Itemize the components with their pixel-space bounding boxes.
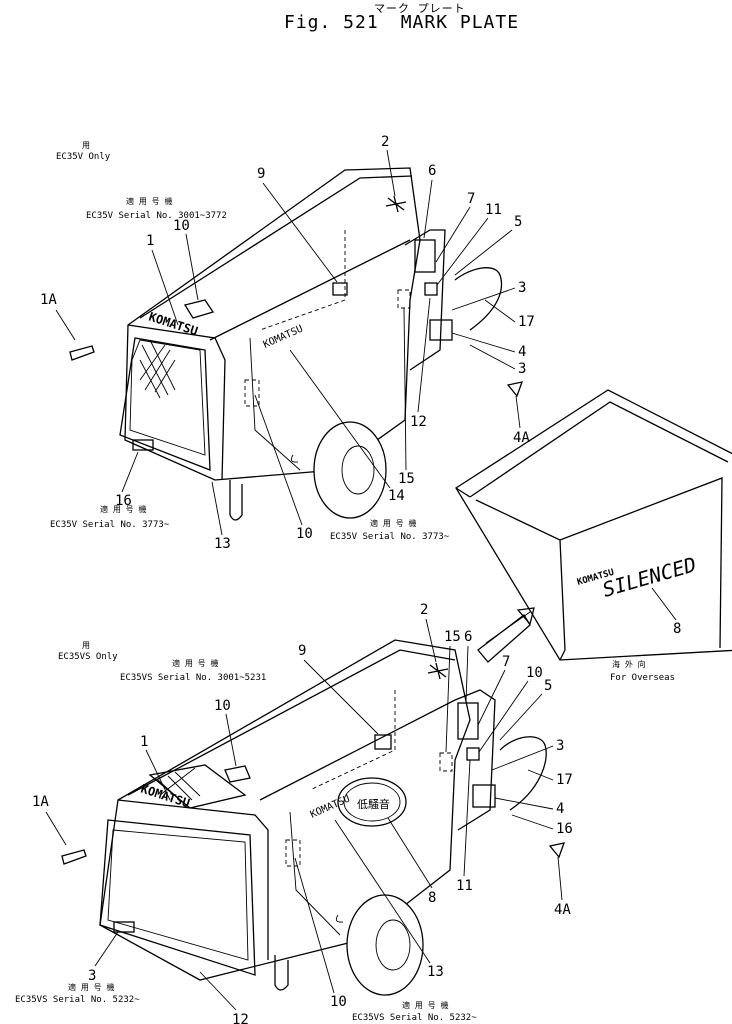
top-front-badge <box>132 439 154 451</box>
top-callout-15: 15 <box>398 471 415 487</box>
bottom-callout-4: 4 <box>556 801 564 817</box>
silenced-plate-text: SILENCED <box>600 552 699 602</box>
bottom-callout-1: 1 <box>140 734 148 750</box>
top-callout-3: 3 <box>518 280 526 296</box>
top-callout-2: 2 <box>381 134 389 150</box>
bottom-callout-11: 10 <box>526 665 543 681</box>
overseas-note: For Overseas <box>610 673 675 683</box>
bottom-callout-16: 17 <box>556 772 573 788</box>
top-front-brand: KOMATSU <box>147 310 199 339</box>
bottom-callout-13: 12 <box>232 1012 249 1024</box>
top-model-note-jp: 用 <box>82 141 90 150</box>
top-callout-1: 1 <box>146 233 154 249</box>
bottom-callout-17: 16 <box>556 821 573 837</box>
top-screw-4a <box>506 381 524 398</box>
overseas-note-jp: 海 外 向 <box>612 659 646 669</box>
bottom-callout-4a: 4A <box>554 902 571 918</box>
bottom-front-brand: KOMATSU <box>139 782 191 811</box>
bottom-callout-10-upper: 10 <box>214 698 231 714</box>
top-callout-14: 14 <box>388 488 405 504</box>
bottom-callout-10-lower: 10 <box>330 994 347 1010</box>
bottom-callout-15: 15 <box>444 629 461 645</box>
top-callout-10-lower: 10 <box>296 526 313 542</box>
bottom-callout-3-lower: 3 <box>88 968 96 984</box>
bottom-callouts: 1 1A 2 15 6 7 10 5 3 17 4 16 4A 9 10 10 … <box>32 602 573 1024</box>
top-serial-note-left: EC35V Serial No. 3773~ <box>50 520 170 530</box>
bottom-callout-5: 5 <box>544 678 552 694</box>
bottom-machine-drawing <box>99 639 547 996</box>
top-callout-4: 4 <box>518 344 526 360</box>
top-model-note: EC35V Only <box>56 152 111 162</box>
bottom-serial-note-bottom-jp: 適 用 号 機 <box>402 1000 448 1010</box>
top-callout-3-lower: 16 <box>115 493 132 509</box>
top-callout-12: 12 <box>410 414 427 430</box>
top-callout-7: 7 <box>467 191 475 207</box>
bottom-serial-note-upper-jp: 適 用 号 機 <box>172 658 218 668</box>
top-serial-note-left-jp: 適 用 号 機 <box>100 504 146 514</box>
top-callouts: 1 1A 2 6 7 11 5 3 17 4 3 4A 9 10 10 12 1… <box>40 134 535 552</box>
top-callout-11: 11 <box>485 202 502 218</box>
figure-title: MARK PLATE <box>400 12 520 33</box>
bottom-callout-3: 3 <box>556 738 564 754</box>
top-callout-10-upper: 10 <box>173 218 190 234</box>
top-callout-1a: 1A <box>40 292 57 308</box>
bottom-callout-6: 6 <box>464 629 472 645</box>
top-callout-5: 5 <box>514 214 522 230</box>
top-callout-6: 6 <box>428 163 436 179</box>
bottom-callout-9: 9 <box>298 643 306 659</box>
top-bolt-1a <box>69 345 95 361</box>
detail-callout-8: 8 <box>673 621 681 637</box>
top-callout-9: 9 <box>257 166 265 182</box>
bottom-callout-2: 2 <box>420 602 428 618</box>
top-side-brand: KOMATSU <box>262 324 305 351</box>
silenced-detail-drawing <box>455 389 732 663</box>
bottom-screw-4a <box>548 842 566 859</box>
top-callout-13: 13 <box>214 536 231 552</box>
bottom-emblem-text: 低騒音 <box>357 797 390 811</box>
bottom-serial-note-left-jp: 適 用 号 機 <box>68 982 114 992</box>
figure-title-japanese: マーク プレート <box>374 2 466 15</box>
top-callout-4a: 4A <box>513 430 530 446</box>
bottom-callout-7: 7 <box>502 654 510 670</box>
top-callout-16: 17 <box>518 314 535 330</box>
bottom-emblem <box>337 777 407 827</box>
bottom-front-badge <box>113 921 135 933</box>
bottom-serial-note-upper: EC35VS Serial No. 3001~5231 <box>120 673 266 683</box>
bottom-serial-note-bottom: EC35VS Serial No. 5232~ <box>352 1013 477 1023</box>
figure-heading: Fig. 521 MARK PLATE <box>284 12 519 33</box>
bottom-callout-1a: 1A <box>32 794 49 810</box>
bottom-model-note-jp: 用 <box>82 641 90 650</box>
bottom-callout-8: 8 <box>428 890 436 906</box>
bottom-model-note: EC35VS Only <box>58 652 118 662</box>
bottom-callout-12: 11 <box>456 878 473 894</box>
detail-arrow <box>477 614 531 663</box>
bottom-serial-note-left: EC35VS Serial No. 5232~ <box>15 995 140 1005</box>
figure-number: Fig. 521 <box>284 12 379 33</box>
top-serial-note-bottom-jp: 適 用 号 機 <box>370 518 416 528</box>
top-callout-17: 3 <box>518 361 526 377</box>
top-serial-note-upper: EC35V Serial No. 3001~3772 <box>86 211 227 221</box>
top-serial-note-bottom: EC35V Serial No. 3773~ <box>330 532 450 542</box>
top-serial-note-upper-jp: 適 用 号 機 <box>126 196 172 206</box>
bottom-bolt-1a <box>61 849 87 865</box>
bottom-callout-14: 13 <box>427 964 444 980</box>
